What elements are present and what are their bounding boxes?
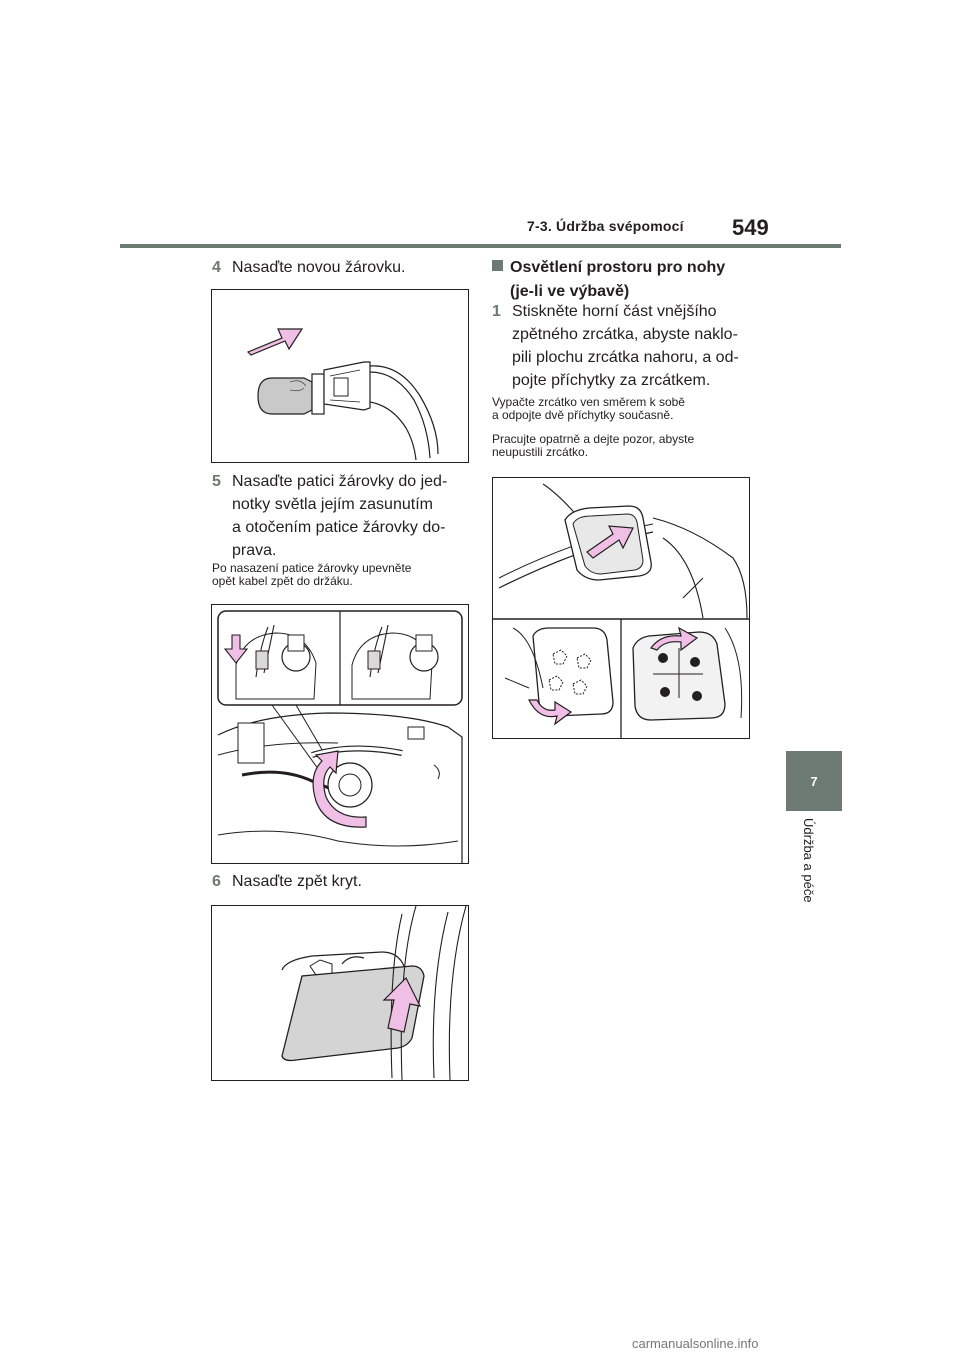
step-number: 4	[212, 259, 221, 276]
step-text-line: pili plochu zrcátka nahoru, a od-	[512, 349, 739, 366]
step-text-line: Stiskněte horní část vnějšího	[512, 303, 717, 320]
figure-mirror-tilt	[492, 477, 750, 739]
section-heading-line: (je-li ve výbavě)	[510, 283, 630, 300]
section-title: 7-3. Údržba svépomocí	[527, 218, 684, 234]
step-text-line: pojte příchytky za zrcátkem.	[512, 372, 711, 389]
page-number: 549	[732, 215, 769, 240]
step-text: Nasaďte zpět kryt.	[232, 873, 362, 890]
note-line: Pracujte opatrně a dejte pozor, abyste	[492, 432, 695, 446]
figure-cover-refit	[211, 905, 469, 1081]
note-line: Vypačte zrcátko ven směrem k sobě	[492, 395, 685, 409]
step-number: 6	[212, 873, 221, 890]
step-text-line: zpětného zrcátka, abyste naklo-	[512, 326, 738, 343]
note-line: Po nasazení patice žárovky upevněte	[212, 561, 412, 575]
section-heading: Osvětlení prostoru pro nohy (je-li ve vý…	[492, 256, 772, 304]
header-divider	[120, 244, 841, 248]
step-text-line: Nasaďte patici žárovky do jed-	[232, 473, 448, 490]
step-number: 1	[492, 303, 501, 320]
note-step-5: Po nasazení patice žárovky upevněte opět…	[212, 562, 472, 588]
note-2: Pracujte opatrně a dejte pozor, abyste n…	[492, 433, 762, 459]
step-1: 1 Stiskněte horní část vnějšího zpětného…	[492, 300, 772, 392]
chapter-label: Údržba a péče	[786, 818, 842, 928]
step-4: 4 Nasaďte novou žárovku.	[212, 256, 472, 280]
chapter-label-text: Údržba a péče	[801, 818, 816, 903]
step-text-line: prava.	[232, 542, 277, 559]
note-1: Vypačte zrcátko ven směrem k sobě a odpo…	[492, 396, 762, 422]
square-bullet-icon	[492, 260, 503, 271]
step-text-line: a otočením patice žárovky do-	[232, 519, 446, 536]
note-line: neupustili zrcátko.	[492, 445, 589, 459]
section-heading-line: Osvětlení prostoru pro nohy	[510, 259, 726, 276]
note-line: a odpojte dvě příchytky současně.	[492, 408, 674, 422]
footer-watermark: carmanualsonline.info	[632, 1336, 759, 1351]
step-text-line: notky světla jejím zasunutím	[232, 496, 433, 513]
figure-socket-rotate	[211, 604, 469, 864]
note-line: opět kabel zpět do držáku.	[212, 574, 353, 588]
step-number: 5	[212, 473, 221, 490]
step-5: 5 Nasaďte patici žárovky do jed- notky s…	[212, 470, 472, 562]
figure-bulb-insert	[211, 289, 469, 463]
step-text: Nasaďte novou žárovku.	[232, 259, 406, 276]
step-6: 6 Nasaďte zpět kryt.	[212, 870, 472, 894]
chapter-tab: 7	[786, 751, 842, 811]
